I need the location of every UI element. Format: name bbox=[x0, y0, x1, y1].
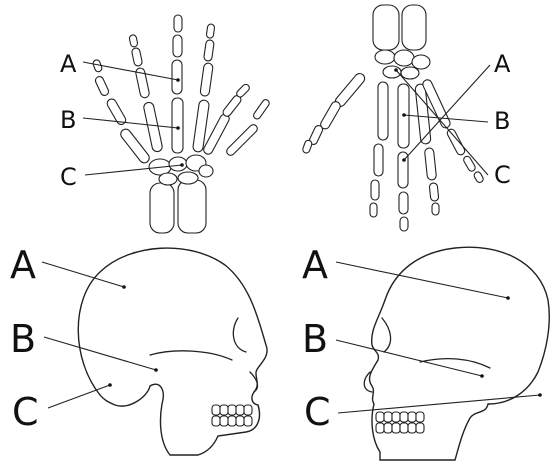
pointer-dot-b bbox=[480, 374, 484, 378]
panel-skull-right: A B C bbox=[10, 243, 267, 455]
pointer-line-a bbox=[404, 65, 490, 160]
pointer-dot-a bbox=[506, 296, 510, 300]
label-c: C bbox=[60, 163, 77, 191]
label-a: A bbox=[302, 243, 328, 287]
hand-back-skeleton bbox=[302, 5, 485, 231]
pointer-dot-c bbox=[538, 393, 542, 397]
panel-skull-left: A B C bbox=[302, 243, 549, 460]
label-b: B bbox=[10, 317, 36, 361]
hand-palm-skeleton bbox=[92, 15, 270, 233]
pointer-dot-b bbox=[176, 126, 180, 130]
panel-hand-palm: A B C bbox=[60, 15, 271, 233]
pointer-line-b bbox=[83, 118, 178, 128]
label-a: A bbox=[60, 50, 77, 78]
label-c: C bbox=[12, 390, 39, 434]
pointer-dot-b bbox=[402, 113, 406, 117]
pointer-dot-b bbox=[154, 368, 158, 372]
panel-hand-back: A B C bbox=[302, 5, 511, 231]
pointer-dot-a bbox=[402, 158, 406, 162]
pointer-dot-a bbox=[122, 285, 126, 289]
pointer-dot-c bbox=[108, 383, 112, 387]
label-a: A bbox=[10, 243, 36, 287]
label-c: C bbox=[494, 161, 511, 189]
pointer-dot-a bbox=[176, 78, 180, 82]
pointer-dot-c bbox=[180, 163, 184, 167]
label-a: A bbox=[494, 50, 511, 78]
label-b: B bbox=[60, 106, 76, 134]
label-b: B bbox=[302, 317, 328, 361]
label-b: B bbox=[494, 107, 510, 135]
pointer-dot-c bbox=[394, 68, 398, 72]
pointer-line-c bbox=[396, 70, 488, 175]
label-c: C bbox=[304, 390, 331, 434]
